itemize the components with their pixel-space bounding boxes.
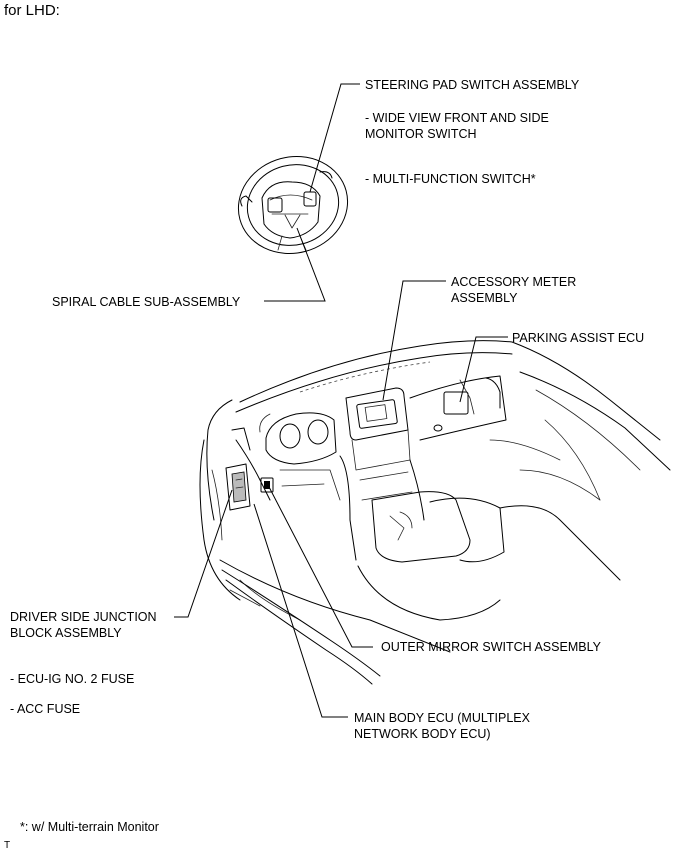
- page-title: for LHD:: [4, 2, 60, 19]
- label-multi-function-switch: - MULTI-FUNCTION SWITCH*: [365, 172, 536, 186]
- label-accessory-meter-line1: ACCESSORY METER: [451, 275, 577, 289]
- label-accessory-meter-line2: ASSEMBLY: [451, 291, 518, 305]
- footnote: *: w/ Multi-terrain Monitor: [20, 820, 159, 834]
- label-main-body-ecu-line1: MAIN BODY ECU (MULTIPLEX: [354, 711, 530, 725]
- corner-mark: T: [4, 840, 11, 851]
- label-wide-view-switch-line2: MONITOR SWITCH: [365, 127, 477, 141]
- label-spiral-cable: SPIRAL CABLE SUB-ASSEMBLY: [52, 295, 241, 309]
- label-acc-fuse: - ACC FUSE: [10, 702, 81, 716]
- label-main-body-ecu-line2: NETWORK BODY ECU): [354, 727, 491, 741]
- leader-lines: [174, 83, 508, 718]
- label-steering-pad-switch: STEERING PAD SWITCH ASSEMBLY: [365, 78, 580, 92]
- label-driver-junction-block-line2: BLOCK ASSEMBLY: [10, 626, 122, 640]
- label-outer-mirror-switch: OUTER MIRROR SWITCH ASSEMBLY: [381, 640, 601, 654]
- label-driver-junction-block-line1: DRIVER SIDE JUNCTION: [10, 610, 157, 624]
- label-wide-view-switch-line1: - WIDE VIEW FRONT AND SIDE: [365, 111, 549, 125]
- dashboard-illustration: [199, 340, 671, 685]
- steering-wheel-illustration: [237, 155, 349, 255]
- label-parking-assist-ecu: PARKING ASSIST ECU: [512, 331, 645, 345]
- label-ecu-ig-fuse: - ECU-IG NO. 2 FUSE: [10, 672, 135, 686]
